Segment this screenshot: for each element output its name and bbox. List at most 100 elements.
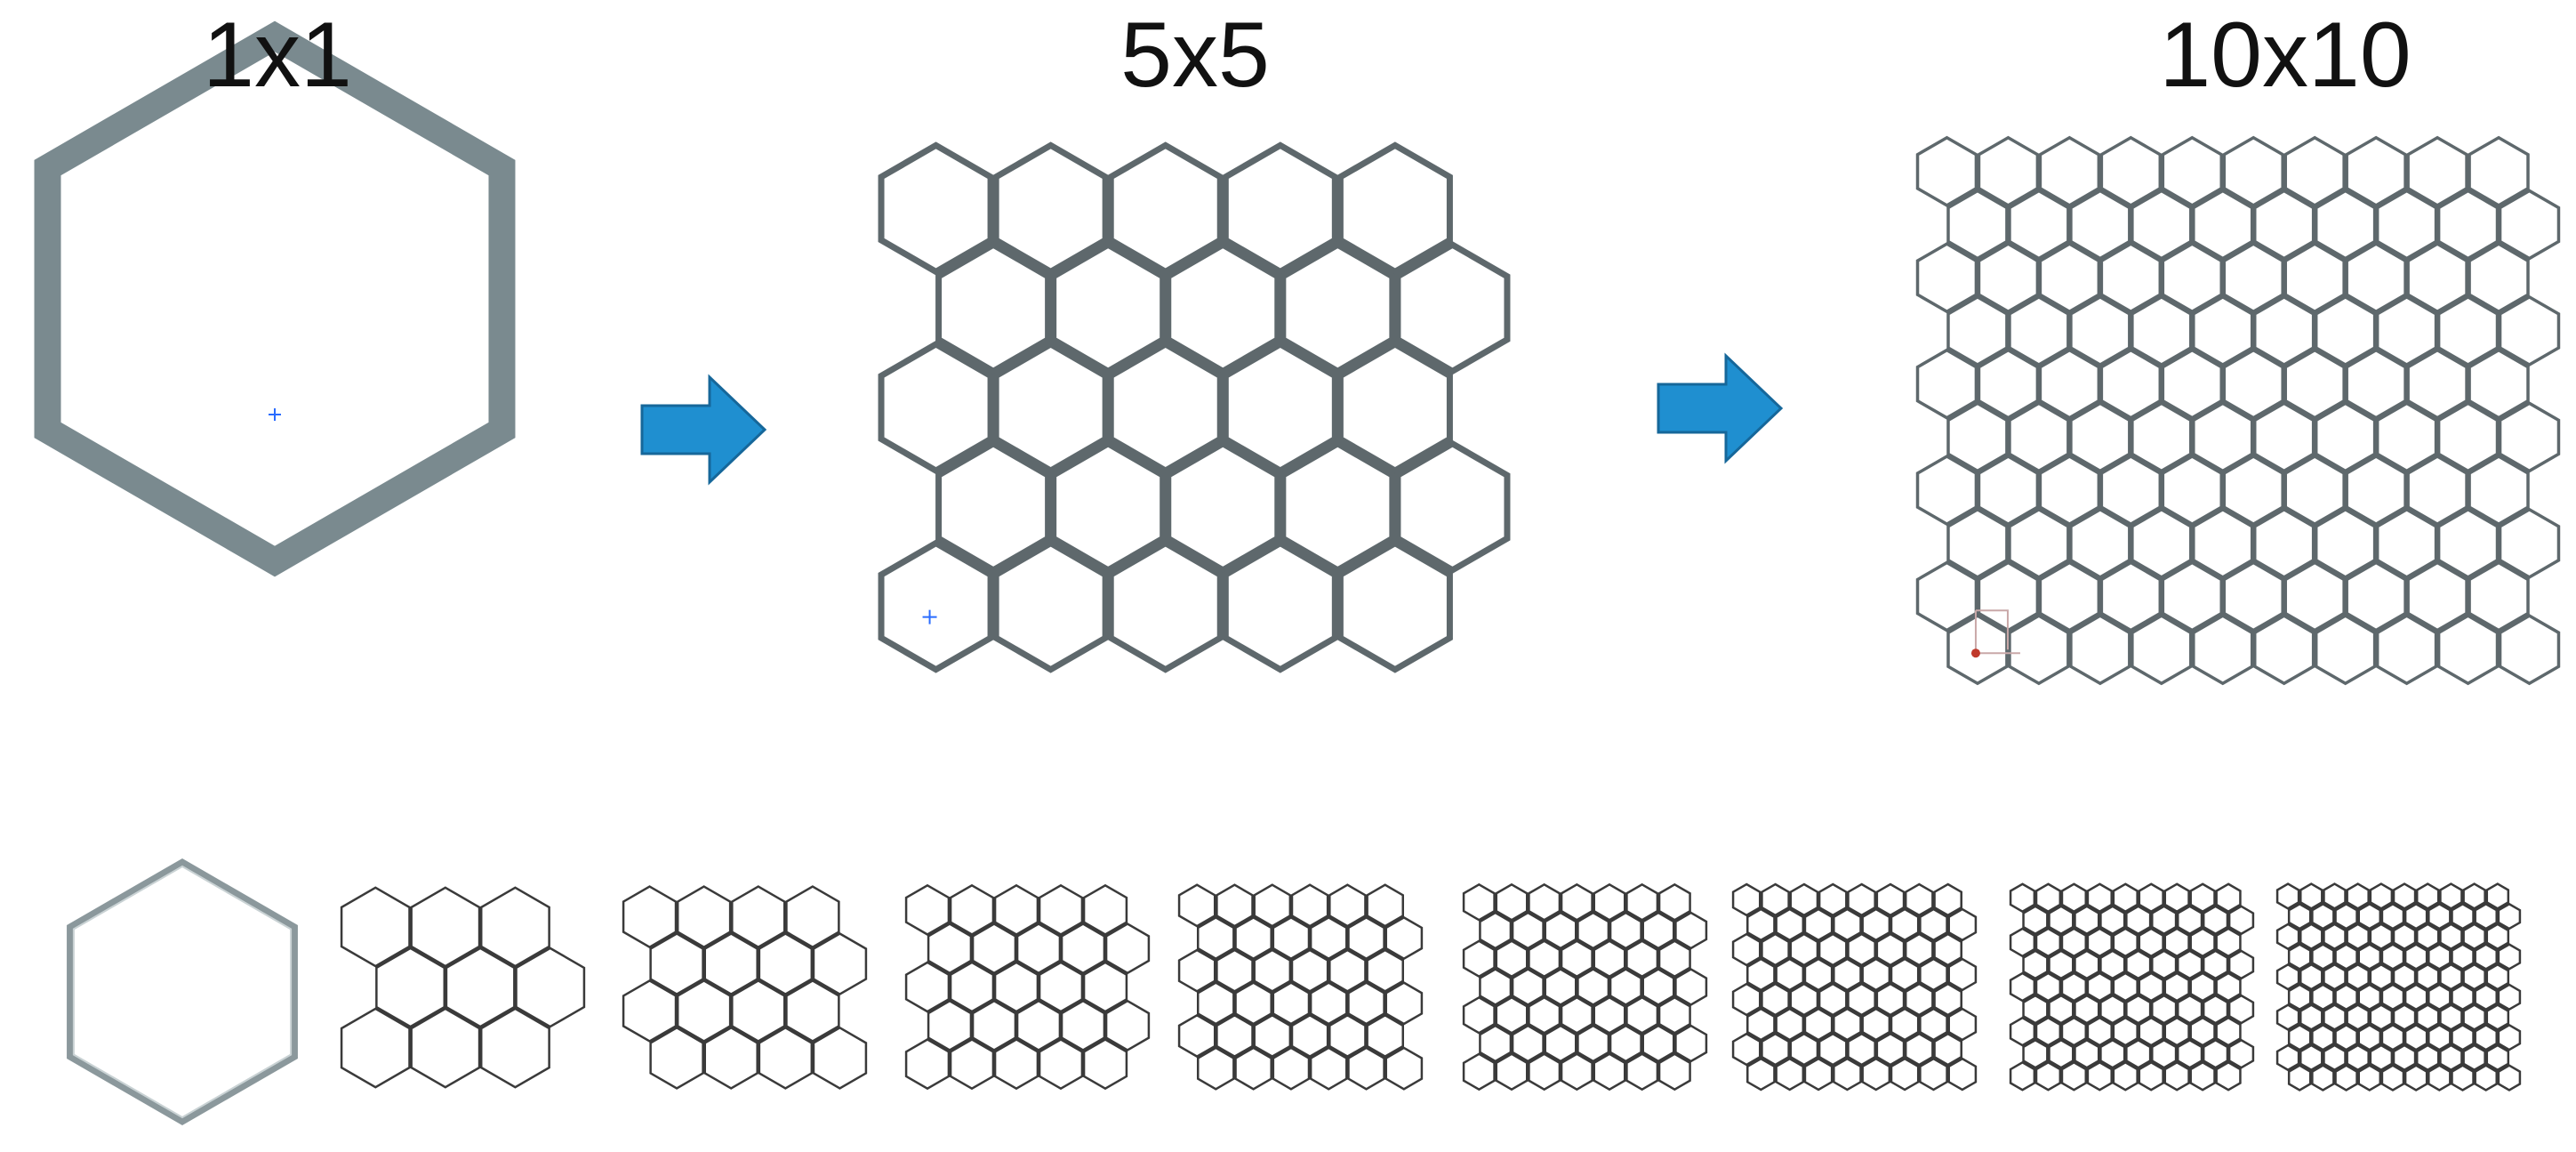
small-honeycomb-cell (2403, 902, 2428, 930)
honeycomb-10x10-cell (2436, 614, 2500, 686)
honeycomb-10x10-cell (2406, 242, 2468, 314)
small-honeycomb-cell (649, 932, 704, 996)
small-honeycomb-cell (2369, 882, 2394, 910)
small-honeycomb-cell (971, 922, 1017, 975)
small-honeycomb-cell (904, 961, 951, 1013)
small-honeycomb-cell (2428, 983, 2452, 1011)
small-honeycomb-cell (2215, 1016, 2242, 1047)
honeycomb-5x5-cell (1336, 539, 1453, 673)
small-honeycomb-cell (1038, 961, 1084, 1013)
small-honeycomb-cell (1861, 1007, 1891, 1042)
small-honeycomb-cell (2189, 1016, 2216, 1047)
small-honeycomb-cell (2189, 882, 2216, 914)
honeycomb-10x10-cell (2222, 560, 2284, 632)
honeycomb-10x10-cell (2253, 401, 2315, 473)
small-honeycomb-cell (1544, 1024, 1577, 1063)
small-honeycomb-cell (1462, 995, 1496, 1035)
honeycomb-10x10-cell (2498, 294, 2561, 367)
small-honeycomb-cell (1328, 883, 1367, 928)
small-honeycomb-cell (1803, 957, 1834, 992)
small-honeycomb-cell (2299, 1043, 2323, 1072)
small-honeycomb-cell (2323, 922, 2347, 951)
small-honeycomb-cell (1196, 1046, 1235, 1091)
honeycomb-10x10-cell (2436, 294, 2500, 367)
small-honeycomb-cell (2215, 971, 2242, 1003)
honeycomb-10x10-cell (2468, 348, 2530, 420)
small-honeycomb-cell (1384, 981, 1424, 1026)
small-honeycomb-cell (1861, 907, 1891, 942)
small-honeycomb-cell (2112, 1060, 2139, 1092)
small-honeycomb-cell (2275, 1003, 2300, 1031)
small-honeycomb-cell (1290, 1013, 1329, 1059)
small-honeycomb-cell (2034, 882, 2062, 914)
small-honeycomb-cell (1919, 957, 1948, 992)
small-honeycomb-cell (2112, 927, 2139, 958)
honeycomb-10x10-cell (2283, 135, 2346, 207)
small-honeycomb-cell (2485, 963, 2510, 991)
honeycomb-5x5-cell (1222, 340, 1338, 475)
small-honeycomb-cell (2227, 994, 2255, 1025)
small-honeycomb-cell (1366, 883, 1405, 928)
small-honeycomb-cell (2074, 1038, 2100, 1069)
honeycomb-10x10-large (1915, 135, 2561, 686)
small-honeycomb-cell (2346, 963, 2370, 991)
small-honeycomb-cell (1528, 995, 1561, 1035)
honeycomb-5x5-cell (1336, 340, 1453, 475)
small-honeycomb-cell (1196, 981, 1235, 1026)
small-honeycomb-cell (1761, 1032, 1790, 1067)
small-honeycomb-cell (1038, 1038, 1084, 1091)
honeycomb-10x10-cell (2222, 242, 2284, 314)
small-honeycomb-cell (2287, 1064, 2312, 1092)
honeycomb-10x10-cell (2192, 294, 2254, 367)
small-honeycomb-cell (1904, 882, 1934, 917)
small-honeycomb-cell (2451, 902, 2475, 930)
small-honeycomb-cell (1775, 957, 1805, 992)
small-honeycomb-cell (2022, 949, 2049, 980)
honeycomb-10x10-cell (2314, 614, 2377, 686)
small-honeycomb-cell (1177, 1013, 1216, 1059)
small-honeycomb-cell (2403, 1023, 2428, 1051)
honeycomb-10x10-cell (1915, 560, 1978, 632)
small-honeycomb-cell (2034, 1060, 2062, 1092)
small-honeycomb-cell (2099, 949, 2126, 980)
small-honeycomb-cell (1746, 957, 1776, 992)
small-honeycomb-cell (1775, 1007, 1805, 1042)
small-honeycomb-cell (2163, 1060, 2190, 1092)
small-honeycomb-cell (2034, 1016, 2062, 1047)
honeycomb-10x10-cell (2222, 454, 2284, 527)
honeycomb-10x10-cell (1946, 401, 2009, 473)
small-honeycomb-cell (2086, 1016, 2113, 1047)
honeycomb-10x10-cell (1946, 507, 2009, 579)
small-honeycomb-cell (2485, 882, 2510, 910)
small-honeycomb-cell (812, 1026, 868, 1090)
honeycomb-10x10-cell (2038, 560, 2101, 632)
small-honeycomb-cell (1875, 1032, 1906, 1067)
honeycomb-5x5-cell (1107, 539, 1224, 673)
small-honeycomb-cell (2287, 902, 2312, 930)
small-honeycomb-cell (1674, 968, 1708, 1006)
small-honeycomb-cell (1290, 948, 1329, 993)
small-honeycomb-cell (2369, 922, 2394, 951)
small-honeycomb-cell (622, 979, 678, 1043)
honeycomb-5x5-cell (1165, 241, 1281, 375)
honeycomb-5x5-cell (878, 340, 994, 475)
small-honeycomb-cell (1861, 1057, 1891, 1092)
small-honeycomb-cell (1495, 995, 1529, 1035)
small-honeycomb-cell (2474, 1064, 2498, 1092)
small-honeycomb-cell (1347, 1046, 1385, 1091)
honeycomb-10x10-cell (2345, 135, 2407, 207)
small-honeycomb-cell (2299, 882, 2323, 910)
small-honeycomb-cell (1366, 1013, 1405, 1059)
small-honeycomb-cell (1641, 1024, 1675, 1063)
honeycomb-10x10-cell (2468, 454, 2530, 527)
honeycomb-10x10-cell (2253, 189, 2315, 261)
honeycomb-10x10-cell (1915, 454, 1978, 527)
small-honeycomb-cell (2346, 882, 2370, 910)
small-honeycomb-cell (2439, 1003, 2463, 1031)
small-honeycomb-cell (1328, 1013, 1367, 1059)
honeycomb-10x10-cell (1977, 454, 2040, 527)
small-honeycomb-cell (2462, 1043, 2486, 1072)
honeycomb-5x5-cell (1280, 241, 1396, 375)
honeycomb-10x10-cell (2192, 401, 2254, 473)
small-honeycomb-cell (1577, 968, 1610, 1006)
